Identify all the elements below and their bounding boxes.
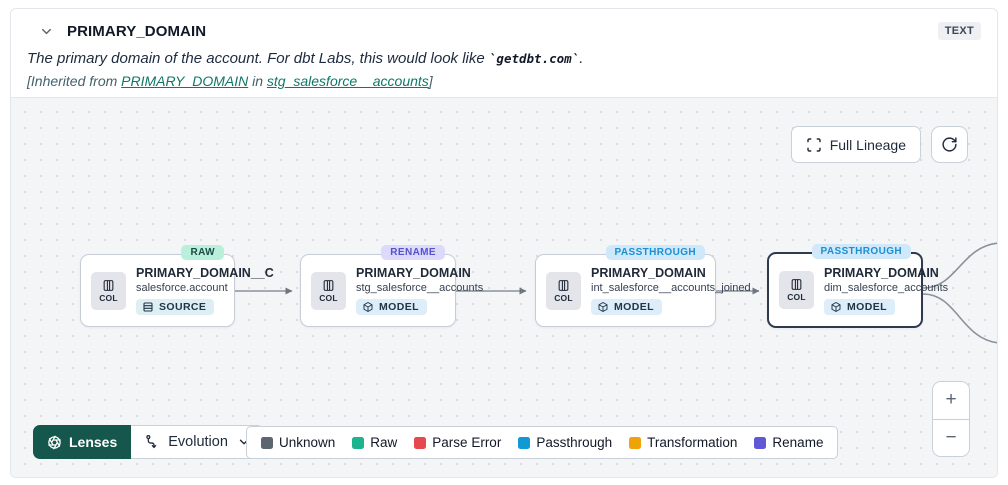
model-icon: [598, 301, 608, 313]
column-header: PRIMARY_DOMAIN TEXT The primary domain o…: [11, 9, 997, 98]
refresh-icon: [942, 137, 957, 152]
legend-label: Raw: [370, 435, 398, 450]
inherited-column-link[interactable]: PRIMARY_DOMAIN: [121, 73, 249, 89]
lineage-node-stg-salesforce-accounts[interactable]: RENAME COL PRIMARY_DOMAIN stg_salesforce…: [300, 245, 483, 327]
col-label: COL: [99, 292, 118, 303]
legend-item-passthrough: Passthrough: [518, 435, 612, 450]
lenses-control: Lenses Evolution: [33, 425, 264, 459]
node-model-name: int_salesforce__accounts_joined: [591, 282, 751, 294]
zoom-in-button[interactable]: +: [933, 382, 969, 419]
legend-item-rename: Rename: [754, 435, 823, 450]
column-icon: [103, 279, 114, 291]
resource-tag-label: MODEL: [614, 301, 654, 313]
column-icon: [323, 279, 334, 291]
node-column-name: PRIMARY_DOMAIN: [591, 266, 706, 280]
description-period: .: [579, 50, 584, 67]
node-resource-tag: SOURCE: [136, 299, 215, 315]
evolution-badge-passthrough: PASSTHROUGH: [605, 245, 705, 260]
column-description: The primary domain of the account. For d…: [27, 50, 981, 67]
node-column-name: PRIMARY_DOMAIN: [356, 266, 471, 280]
legend-swatch: [518, 436, 531, 449]
zoom-divider: [933, 418, 969, 420]
full-lineage-label: Full Lineage: [829, 136, 906, 153]
legend-label: Rename: [772, 435, 824, 450]
legend-item-transformation: Transformation: [629, 435, 737, 450]
legend-item-raw: Raw: [352, 435, 397, 450]
description-code: `getdbt.com`: [488, 51, 580, 66]
evolution-badge-passthrough: PASSTHROUGH: [811, 244, 911, 259]
evolution-badge-raw: RAW: [181, 245, 224, 260]
evolution-badge-rename: RENAME: [381, 245, 445, 260]
column-kind-chip: COL: [779, 271, 814, 309]
legend-label: Parse Error: [432, 435, 502, 450]
node-model-name: salesforce.account: [136, 282, 228, 294]
lens-selected-value: Evolution: [168, 434, 228, 450]
node-model-name: dim_salesforce_accounts: [824, 281, 949, 294]
legend-item-parse-error: Parse Error: [414, 435, 501, 450]
source-icon: [143, 302, 153, 312]
legend-swatch: [629, 436, 642, 449]
column-title: PRIMARY_DOMAIN: [67, 22, 207, 40]
model-icon: [831, 301, 841, 312]
inherited-model-link[interactable]: stg_salesforce__accounts: [266, 73, 429, 89]
refresh-button[interactable]: [931, 126, 968, 163]
lenses-button[interactable]: Lenses: [33, 425, 132, 459]
lens-dropdown[interactable]: Evolution: [131, 425, 264, 459]
full-lineage-button[interactable]: Full Lineage: [790, 126, 921, 163]
node-column-name: PRIMARY_DOMAIN: [824, 265, 939, 280]
inherited-suffix: ]: [428, 73, 433, 89]
evolution-icon: [146, 435, 157, 449]
legend-item-unknown: Unknown: [261, 435, 335, 450]
column-kind-chip: COL: [311, 271, 346, 310]
node-resource-tag: MODEL: [356, 299, 427, 315]
resource-tag-label: SOURCE: [159, 301, 207, 313]
lineage-edges: [235, 242, 997, 344]
resource-tag-label: MODEL: [379, 301, 419, 313]
legend-swatch: [754, 436, 767, 449]
node-resource-tag: MODEL: [591, 299, 662, 315]
zoom-out-button[interactable]: −: [933, 419, 969, 456]
node-column-name: PRIMARY_DOMAIN__C: [136, 266, 274, 280]
lineage-node-dim-salesforce-accounts[interactable]: PASSTHROUGH COL PRIMARY_DOMAIN dim_sales…: [767, 244, 948, 328]
lineage-node-int-salesforce-accounts-joined[interactable]: PASSTHROUGH COL PRIMARY_DOMAIN int_sales…: [535, 245, 751, 327]
column-icon: [791, 279, 802, 290]
resource-tag-label: MODEL: [847, 300, 887, 313]
zoom-controls: + −: [932, 381, 970, 457]
inherited-middle: in: [248, 73, 267, 89]
legend-label: Unknown: [279, 435, 336, 450]
column-kind-chip: COL: [546, 271, 581, 310]
col-label: COL: [554, 292, 573, 303]
node-resource-tag: MODEL: [824, 298, 895, 315]
legend-swatch: [414, 436, 427, 449]
lenses-label: Lenses: [69, 434, 118, 450]
description-text: The primary domain of the account. For d…: [27, 50, 489, 67]
inherited-prefix: [Inherited from: [27, 73, 122, 89]
inherited-from-note: [Inherited from PRIMARY_DOMAIN in stg_sa…: [27, 73, 981, 89]
column-type-badge: TEXT: [937, 22, 981, 40]
legend-label: Transformation: [647, 435, 738, 450]
lineage-canvas[interactable]: Full Lineage RAW COL PRIMARY_DOMAIN__C s…: [11, 98, 997, 477]
fullscreen-icon: [806, 137, 821, 152]
lineage-node-salesforce-account[interactable]: RAW COL PRIMARY_DOMAIN__C salesforce.acc…: [80, 245, 274, 327]
evolution-legend: Unknown Raw Parse Error Passthrough Tran…: [246, 426, 839, 459]
collapse-chevron-icon[interactable]: [39, 24, 54, 39]
legend-swatch: [352, 436, 365, 449]
column-icon: [558, 279, 569, 291]
legend-label: Passthrough: [536, 435, 613, 450]
model-icon: [363, 301, 373, 313]
legend-swatch: [261, 436, 273, 449]
aperture-icon: [48, 435, 61, 449]
column-lineage-panel: PRIMARY_DOMAIN TEXT The primary domain o…: [10, 8, 998, 478]
col-label: COL: [787, 292, 806, 302]
col-label: COL: [319, 292, 338, 303]
node-model-name: stg_salesforce__accounts: [356, 282, 484, 294]
column-kind-chip: COL: [91, 271, 126, 310]
